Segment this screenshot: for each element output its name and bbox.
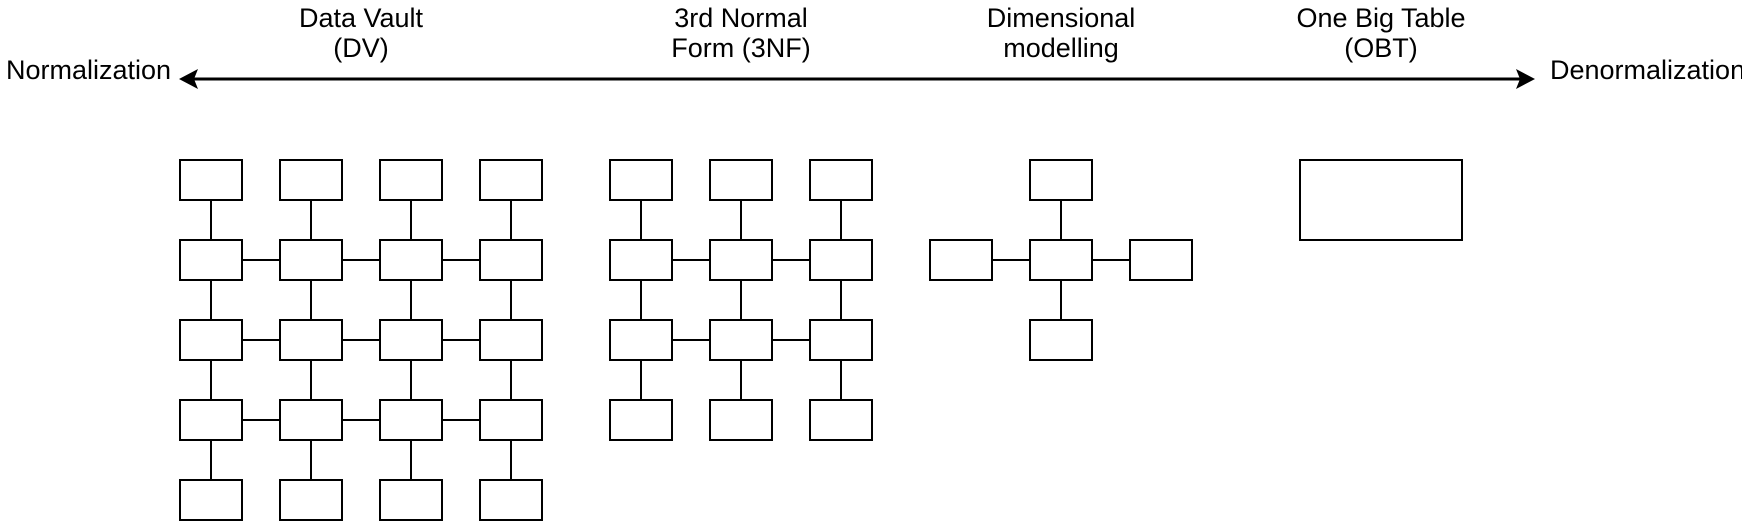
data-vault-table-box <box>179 319 243 361</box>
data-vault-table-box <box>479 399 543 441</box>
group-label-line: (DV) <box>333 33 389 63</box>
dimensional-modelling-table-box <box>1029 239 1093 281</box>
group-label-line: One Big Table <box>1296 3 1466 33</box>
group-label-line: Data Vault <box>298 3 424 33</box>
denormalization-label: Denormalization <box>1550 55 1742 85</box>
data-vault-table-box <box>379 399 443 441</box>
third-normal-form-table-box <box>809 399 873 441</box>
third-normal-form-table-box <box>709 239 773 281</box>
third-normal-form-table-box <box>609 399 673 441</box>
data-vault-table-box <box>379 479 443 521</box>
third-normal-form-table-box <box>609 159 673 201</box>
group-label-line: modelling <box>1003 33 1119 63</box>
normalization-label: Normalization <box>6 55 172 85</box>
third-normal-form-table-box <box>709 319 773 361</box>
data-vault-table-box <box>479 239 543 281</box>
data-vault-table-box <box>179 159 243 201</box>
third-normal-form-table-box <box>809 319 873 361</box>
dimensional-modelling-table-box <box>929 239 993 281</box>
data-vault-table-box <box>379 239 443 281</box>
group-label-data-vault: Data Vault (DV) <box>211 3 511 63</box>
group-label-line: Dimensional <box>986 3 1136 33</box>
data-vault-table-box <box>279 239 343 281</box>
group-label-line: (OBT) <box>1344 33 1418 63</box>
data-vault-table-box <box>179 399 243 441</box>
data-vault-table-box <box>479 159 543 201</box>
data-vault-table-box <box>179 239 243 281</box>
data-vault-table-box <box>279 319 343 361</box>
data-vault-table-box <box>479 479 543 521</box>
group-label-one-big-table: One Big Table (OBT) <box>1231 3 1531 63</box>
arrow-head-left <box>179 69 198 89</box>
dimensional-modelling-table-box <box>1129 239 1193 281</box>
group-label-dimensional-modelling: Dimensional modelling <box>911 3 1211 63</box>
third-normal-form-table-box <box>609 319 673 361</box>
dimensional-modelling-table-box <box>1029 159 1093 201</box>
data-vault-table-box <box>279 399 343 441</box>
data-vault-table-box <box>179 479 243 521</box>
dimensional-modelling-table-box <box>1029 319 1093 361</box>
third-normal-form-table-box <box>709 399 773 441</box>
third-normal-form-table-box <box>709 159 773 201</box>
data-vault-table-box <box>479 319 543 361</box>
third-normal-form-table-box <box>809 239 873 281</box>
group-label-third-normal-form: 3rd Normal Form (3NF) <box>591 3 891 63</box>
data-vault-table-box <box>279 159 343 201</box>
third-normal-form-table-box <box>809 159 873 201</box>
data-vault-table-box <box>379 159 443 201</box>
group-label-line: 3rd Normal <box>674 3 808 33</box>
one-big-table-table-box <box>1299 159 1463 241</box>
data-vault-table-box <box>279 479 343 521</box>
third-normal-form-table-box <box>609 239 673 281</box>
data-vault-table-box <box>379 319 443 361</box>
arrow-head-right <box>1516 69 1535 89</box>
group-label-line: Form (3NF) <box>671 33 811 63</box>
